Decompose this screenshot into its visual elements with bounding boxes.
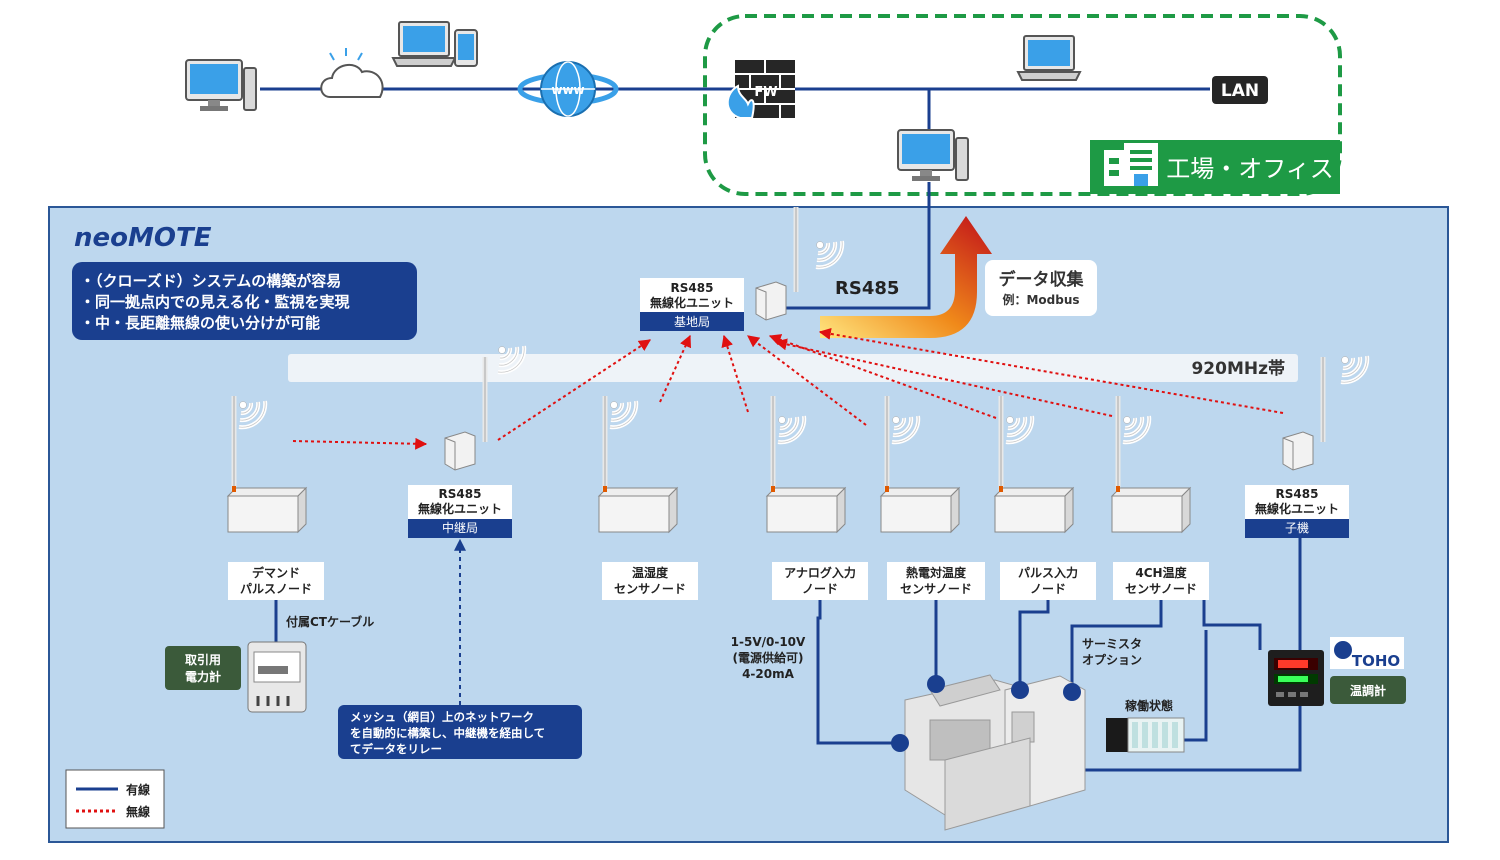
thermistor-line: サーミスタ	[1082, 637, 1142, 651]
data-collect-sub: 例：Modbus	[1002, 292, 1079, 307]
plc-io-icon	[1106, 717, 1185, 753]
mesh-note-line: てデータをリレー	[350, 742, 442, 756]
meter-label-line1: 取引用	[185, 653, 221, 667]
top-network: www FW LAN	[185, 14, 1342, 196]
legend-wired-label: 有線	[126, 782, 150, 797]
node-label-4ch: 4CH温度 センサノード	[1113, 562, 1209, 600]
relay-unit-label: RS485 無線化ユニット 中継局	[408, 485, 512, 538]
feature-2: ・同一拠点内での見える化・監視を実現	[80, 293, 350, 311]
office-label: 工場・オフィス	[1166, 155, 1334, 183]
band-label: 920MHz帯	[1191, 358, 1285, 379]
analog-spec-line: 1-5V/0-10V	[731, 635, 806, 649]
mesh-note-line: メッシュ（網目）上のネットワーク	[350, 710, 534, 724]
base-unit-label: RS485 無線化ユニット 基地局	[640, 278, 744, 331]
controller-label-text: 温調計	[1350, 683, 1386, 698]
analog-spec-line: 4-20mA	[742, 667, 795, 681]
controller-label: 温調計	[1330, 676, 1406, 704]
relay-unit-line2: 無線化ユニット	[418, 501, 502, 516]
power-meter-icon	[247, 641, 307, 713]
child-unit-tag: 子機	[1285, 520, 1309, 535]
lan-label: LAN	[1221, 81, 1259, 101]
node-label-line2: ノード	[802, 582, 838, 596]
node-label-line1: 温湿度	[632, 565, 669, 580]
building-icon	[1104, 143, 1158, 186]
node-label-line1: アナログ入力	[784, 565, 856, 580]
base-unit-line2: 無線化ユニット	[650, 295, 734, 310]
data-collect-title: データ収集	[999, 269, 1085, 290]
wired-links	[816, 538, 1302, 772]
child-unit-line2: 無線化ユニット	[1255, 501, 1339, 516]
mesh-note-line: を自動的に構築し、中継機を経由して	[350, 726, 545, 740]
mesh-note-box: メッシュ（網目）上のネットワーク を自動的に構築し、中継機を経由して てデータを…	[338, 705, 582, 759]
smartphone-icon	[454, 29, 478, 67]
rs485-label: RS485	[835, 278, 899, 299]
thermistor-line: オプション	[1082, 652, 1142, 667]
node-label-line1: パルス入力	[1018, 565, 1078, 580]
node-label-line2: ノード	[1030, 582, 1066, 596]
cloud-icon	[320, 48, 384, 98]
node-label-analog: アナログ入力 ノード	[772, 562, 868, 600]
connection-dot	[1011, 681, 1029, 699]
factory-machine-icon	[904, 674, 1086, 831]
status-label: 稼働状態	[1125, 698, 1173, 713]
firewall-icon: FW	[726, 60, 795, 119]
data-collect-callout: データ収集 例：Modbus	[985, 260, 1097, 316]
node-label-line2: センサノード	[1125, 582, 1197, 596]
meter-label-line2: 電力計	[185, 669, 221, 684]
collector-pc-icon	[897, 129, 969, 182]
node-label-line1: 熱電対温度	[906, 565, 967, 580]
base-unit-tag: 基地局	[674, 315, 710, 329]
analog-spec-line: (電源供給可)	[733, 650, 804, 665]
node-label-demand: デマンド パルスノード	[228, 562, 324, 600]
relay-unit-line1: RS485	[439, 487, 482, 501]
meter-label: 取引用 電力計	[165, 646, 241, 690]
remote-pc-icon	[185, 59, 257, 112]
child-unit-line1: RS485	[1276, 487, 1319, 501]
node-label-line2: センサノード	[900, 582, 972, 596]
ct-cable-label: 付属CTケーブル	[286, 614, 374, 629]
office-label-box: 工場・オフィス	[1090, 140, 1340, 194]
rs485-wire	[776, 182, 931, 310]
connection-dot	[927, 675, 945, 693]
connection-dot	[1063, 683, 1081, 701]
legend-wireless-label: 無線	[126, 804, 150, 819]
connection-dot	[891, 734, 909, 752]
brand-logo: neoMOTE	[74, 223, 212, 253]
node-label-line2: センサノード	[614, 582, 686, 596]
wireless-links	[292, 327, 1284, 450]
laptop-icon	[392, 21, 456, 67]
globe-icon: www	[517, 61, 619, 117]
node-label-thermocouple: 熱電対温度 センサノード	[887, 562, 985, 600]
features-box: ・（クローズド）システムの構築が容易 ・同一拠点内での見える化・監視を実現 ・中…	[72, 262, 417, 340]
data-flow-arrow	[820, 216, 992, 338]
relay-unit-tag: 中継局	[442, 520, 478, 535]
toho-logo: TOHO	[1330, 637, 1404, 670]
legend: 有線 無線	[65, 769, 165, 829]
node-label-pulse: パルス入力 ノード	[1000, 562, 1096, 600]
node-label-line1: デマンド	[252, 565, 300, 580]
base-unit-line1: RS485	[671, 281, 714, 295]
child-unit-label: RS485 無線化ユニット 子機	[1245, 485, 1349, 538]
node-label-line1: 4CH温度	[1135, 565, 1187, 580]
toho-logo-text: TOHO	[1352, 652, 1400, 670]
node-label-temp-humid: 温湿度 センサノード	[602, 562, 698, 600]
www-label: www	[551, 83, 584, 97]
temperature-controller-icon	[1268, 650, 1324, 706]
feature-1: ・（クローズド）システムの構築が容易	[80, 272, 341, 290]
office-boundary	[703, 14, 1342, 196]
node-label-line2: パルスノード	[240, 582, 312, 596]
band-bar	[288, 354, 1298, 382]
feature-3: ・中・長距離無線の使い分けが可能	[80, 314, 320, 332]
office-laptop-icon	[1017, 35, 1081, 81]
fw-label: FW	[754, 85, 777, 100]
lan-badge: LAN	[1212, 76, 1268, 104]
